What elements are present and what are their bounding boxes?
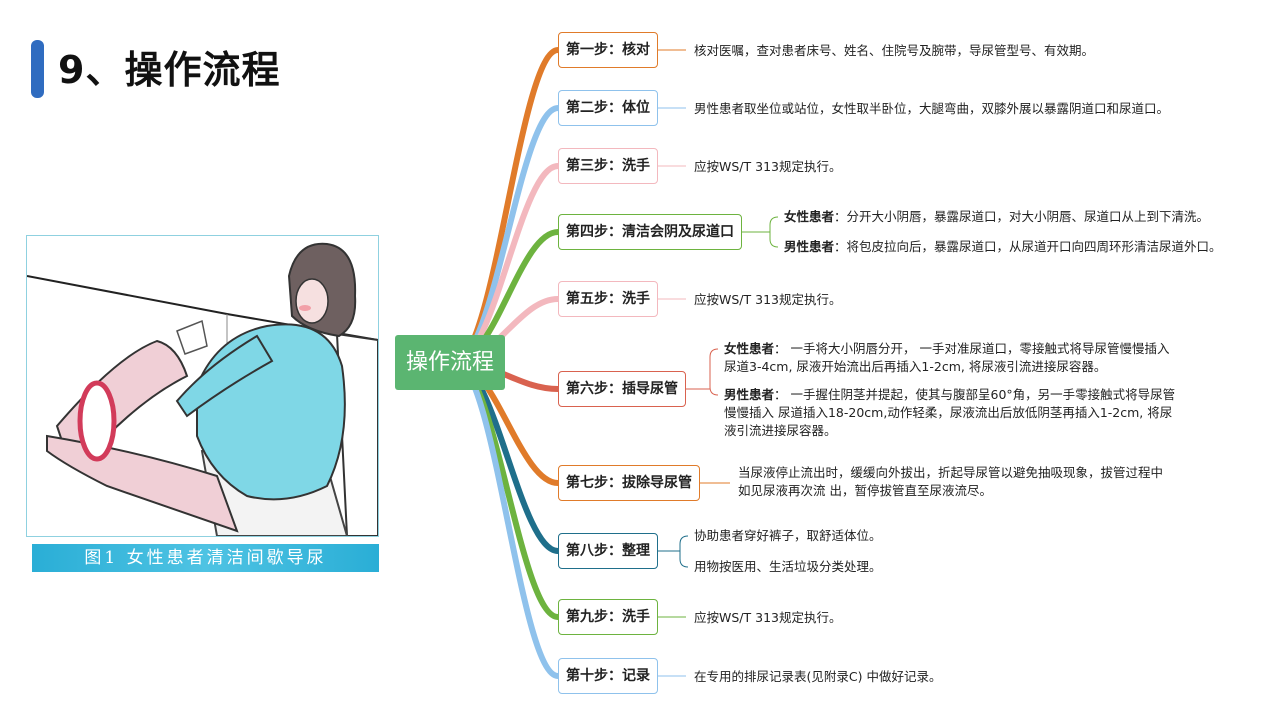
- step-sub-description: 男性患者：将包皮拉向后，暴露尿道口，从尿道开口向四周环形清洁尿道外口。: [784, 239, 1222, 254]
- patient-type-label: 男性患者: [784, 239, 835, 254]
- step-description: 应按WS/T 313规定执行。: [694, 610, 842, 625]
- patient-type-label: 女性患者: [784, 209, 835, 224]
- step-sub-description: 协助患者穿好裤子，取舒适体位。: [694, 528, 882, 543]
- step-sub-description: 用物按医用、生活垃圾分类处理。: [694, 559, 882, 574]
- patient-type-label: 女性患者: [724, 341, 775, 356]
- step-description: 应按WS/T 313规定执行。: [694, 159, 842, 174]
- branch-line: [452, 359, 561, 620]
- brace-connector: [704, 348, 719, 396]
- step-node: 第五步：洗手: [558, 281, 658, 317]
- title-accent-bar: [31, 40, 44, 98]
- figure-caption: 图1 女性患者清洁间歇导尿: [32, 544, 379, 572]
- step-description: 应按WS/T 313规定执行。: [694, 292, 842, 307]
- step-node: 第二步：体位: [558, 90, 658, 126]
- patient-type-label: 男性患者: [724, 387, 775, 402]
- step-description: 当尿液停止流出时，缓缓向外拔出，折起导尿管以避免抽吸现象，拔管过程中如见尿液再次…: [738, 465, 1164, 498]
- step-node: 第九步：洗手: [558, 599, 658, 635]
- page-title: 9、操作流程: [58, 48, 281, 92]
- mindmap-root-node: 操作流程: [395, 335, 505, 390]
- step-node: 第四步：清洁会阴及尿道口: [558, 214, 742, 250]
- step-sub-description: 男性患者： 一手握住阴茎并提起，使其与腹部呈60°角，另一手零接触式将导尿管慢慢…: [724, 387, 1176, 438]
- branch-line: [452, 105, 561, 365]
- step-node: 第六步：插导尿管: [558, 371, 686, 407]
- step-sub-description: 女性患者： 一手将大小阴唇分开， 一手对准尿道口，零接触式将导尿管慢慢插入尿道3…: [724, 341, 1170, 374]
- branch-line: [452, 359, 561, 679]
- step-description: 核对医嘱，查对患者床号、姓名、住院号及腕带，导尿管型号、有效期。: [694, 43, 1095, 58]
- step-node: 第一步：核对: [558, 32, 658, 68]
- step-node: 第十步：记录: [558, 658, 658, 694]
- step-description: 在专用的排尿记录表(见附录C) 中做好记录。: [694, 669, 942, 684]
- step-node: 第三步：洗手: [558, 148, 658, 184]
- step-description: 男性患者取坐位或站位，女性取半卧位，大腿弯曲，双膝外展以暴露阴道口和尿道口。: [694, 101, 1170, 116]
- step-node: 第七步：拔除导尿管: [558, 465, 700, 501]
- brace-connector: [674, 535, 689, 568]
- branch-line: [452, 47, 561, 365]
- step-sub-description: 女性患者：分开大小阴唇，暴露尿道口，对大小阴唇、尿道口从上到下清洗。: [784, 209, 1210, 224]
- brace-connector: [764, 216, 779, 248]
- step-node: 第八步：整理: [558, 533, 658, 569]
- illustration-figure: [26, 235, 379, 537]
